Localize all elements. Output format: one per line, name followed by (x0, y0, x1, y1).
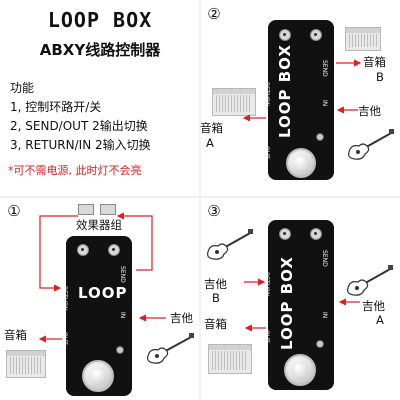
jack-icon (279, 228, 291, 240)
effects-pedal-icon (78, 204, 94, 215)
title: LOOP BOX (47, 8, 153, 32)
pedal-brand: LOOP BOX (78, 284, 172, 302)
subtitle: ABXY线路控制器 (39, 41, 161, 59)
effects-pedal-icon (100, 204, 116, 215)
led-indicator (116, 346, 124, 354)
jack-icon (77, 244, 89, 256)
amp-a-letter: A (206, 136, 214, 150)
signal-arrows (38, 212, 166, 343)
feature-item: 2, SEND/OUT 2输出切换 (10, 119, 148, 133)
footswitch (286, 148, 316, 178)
led-indicator (316, 340, 324, 348)
loop-box-pedal: LOOP BOX SEND IN RETURN OUT (61, 236, 171, 396)
amp-icon (208, 344, 252, 374)
diagram-number: ① (6, 202, 22, 220)
amp-b-label: 音箱 (363, 55, 386, 69)
guitar-icon (147, 333, 194, 364)
feature-item: 1, 控制环路开/关 (10, 100, 102, 114)
footswitch-cap (292, 154, 310, 172)
guitar-a-label: 吉他 (362, 299, 385, 313)
amp-b-letter: B (376, 70, 384, 84)
guitar-b-letter: B (212, 291, 220, 305)
footswitch-cap (89, 367, 107, 385)
footswitch (82, 360, 114, 392)
jack-icon (279, 29, 291, 41)
loop-box-pedal: LOOP BOX SEND IN RETURN OUT (263, 20, 334, 180)
signal-arrows (242, 59, 362, 122)
effects-label: 效果器组 (76, 218, 122, 232)
guitar-a-letter: A (376, 313, 384, 327)
amp-label: 音箱 (4, 328, 27, 342)
panel-divider-vertical (199, 0, 201, 400)
jack-icon (108, 244, 120, 256)
jack-icon (310, 228, 322, 240)
loop-box-pedal: LOOP BOX SEND IN RETURN OUT (263, 220, 334, 390)
feature-item: 3, RETURN/IN 2输入切换 (10, 138, 151, 152)
guitar-b-label: 吉他 (204, 277, 227, 291)
led-indicator (316, 133, 324, 141)
footswitch-cap (291, 361, 309, 379)
guitar-label: 吉他 (170, 311, 193, 325)
footswitch (284, 354, 316, 386)
amp-icon (212, 88, 256, 116)
features-heading: 功能 (10, 81, 35, 95)
diagram-number: ② (206, 5, 222, 23)
signal-arrows (244, 278, 360, 332)
guitar-icon (348, 129, 394, 160)
guitar-icon (207, 229, 253, 260)
amp-a-label: 音箱 (200, 121, 223, 135)
diagram-number: ③ (206, 202, 222, 220)
amp-label: 音箱 (204, 317, 227, 331)
jack-icon (310, 29, 322, 41)
guitar-label: 吉他 (358, 104, 381, 118)
amp-icon (345, 27, 381, 51)
amp-icon (6, 350, 46, 378)
guitar-icon (347, 265, 393, 296)
power-note: *可不需电源, 此时灯不会亮 (8, 164, 142, 177)
